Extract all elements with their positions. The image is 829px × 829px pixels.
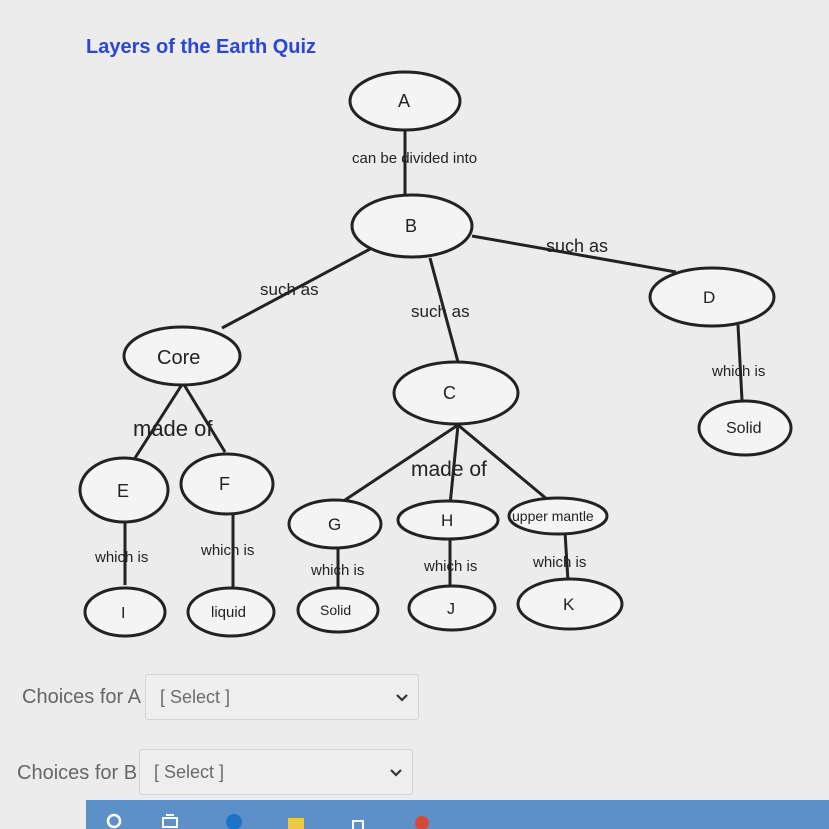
link-label-um-k: which is bbox=[532, 554, 586, 571]
file-explorer-icon[interactable] bbox=[286, 810, 306, 829]
node-e bbox=[78, 456, 170, 524]
search-icon[interactable] bbox=[104, 810, 124, 829]
node-b-label: B bbox=[405, 216, 417, 236]
line-b-c bbox=[428, 257, 460, 363]
line-um-k bbox=[563, 531, 570, 582]
concept-map: A B D Core C Solid E F G H upper mantle … bbox=[78, 70, 793, 638]
chrome-icon[interactable] bbox=[412, 810, 432, 829]
node-solid-g-label: Solid bbox=[320, 602, 351, 618]
line-c-um bbox=[457, 423, 549, 502]
node-i bbox=[83, 586, 167, 638]
link-label-core-made-of: made of bbox=[133, 416, 213, 441]
node-core bbox=[122, 325, 242, 387]
node-a-label: A bbox=[398, 91, 410, 111]
link-label-a-b: can be divided into bbox=[352, 150, 477, 167]
node-solid-d bbox=[697, 399, 793, 457]
select-a-dropdown[interactable]: [ Select ] bbox=[145, 674, 419, 720]
select-a-value: [ Select ] bbox=[160, 687, 231, 707]
node-c bbox=[392, 360, 520, 426]
task-view-icon[interactable] bbox=[160, 810, 180, 829]
connector-lines bbox=[123, 128, 744, 590]
link-label-h-j: which is bbox=[423, 558, 477, 575]
link-label-c-made-of: made of bbox=[411, 458, 487, 481]
node-k-label: K bbox=[563, 595, 575, 614]
node-liquid-label: liquid bbox=[211, 604, 246, 621]
node-a bbox=[348, 70, 462, 132]
line-core-f bbox=[181, 382, 227, 453]
node-j bbox=[407, 584, 497, 632]
line-b-core bbox=[221, 246, 373, 330]
edge-icon[interactable] bbox=[224, 810, 244, 829]
quiz-title: Layers of the Earth Quiz bbox=[86, 36, 317, 58]
node-e-label: E bbox=[117, 481, 129, 501]
link-label-f-liquid: which is bbox=[200, 542, 254, 559]
link-label-d-solid: which is bbox=[711, 363, 765, 380]
line-core-e bbox=[133, 382, 185, 459]
node-h-label: H bbox=[441, 511, 453, 530]
link-label-g-solid: which is bbox=[310, 562, 364, 579]
link-label-b-c: such as bbox=[411, 302, 470, 321]
node-upper-mantle bbox=[507, 496, 609, 536]
store-icon[interactable] bbox=[348, 810, 368, 829]
node-solid-d-label: Solid bbox=[726, 420, 762, 437]
select-b-value: [ Select ] bbox=[154, 762, 225, 782]
node-g-label: G bbox=[328, 515, 341, 534]
line-c-g bbox=[341, 423, 459, 504]
node-i-label: I bbox=[121, 605, 125, 622]
link-label-b-core: such as bbox=[260, 280, 319, 299]
select-b-dropdown[interactable]: [ Select ] bbox=[139, 749, 413, 795]
node-f-label: F bbox=[219, 474, 230, 494]
node-solid-g bbox=[296, 586, 380, 634]
node-h bbox=[396, 499, 500, 541]
link-label-e-i: which is bbox=[94, 549, 148, 566]
choice-label-b: Choices for B bbox=[17, 762, 138, 784]
link-label-b-d: such as bbox=[546, 236, 608, 256]
choice-label-a: Choices for A bbox=[22, 686, 141, 708]
chevron-down-icon bbox=[396, 694, 408, 702]
taskbar bbox=[86, 800, 829, 829]
node-core-label: Core bbox=[157, 347, 200, 369]
node-d-label: D bbox=[703, 288, 715, 307]
node-liquid bbox=[186, 586, 276, 638]
line-c-h bbox=[448, 424, 460, 506]
node-j-label: J bbox=[447, 601, 455, 618]
line-d-solid bbox=[736, 324, 744, 401]
line-b-d bbox=[471, 234, 677, 274]
node-k bbox=[516, 577, 624, 631]
node-b bbox=[350, 193, 474, 259]
node-d bbox=[648, 266, 776, 328]
node-upper-mantle-label: upper mantle bbox=[512, 508, 594, 524]
node-f bbox=[179, 452, 275, 516]
chevron-down-icon bbox=[390, 769, 402, 777]
node-g bbox=[287, 498, 383, 550]
node-c-label: C bbox=[443, 383, 456, 403]
